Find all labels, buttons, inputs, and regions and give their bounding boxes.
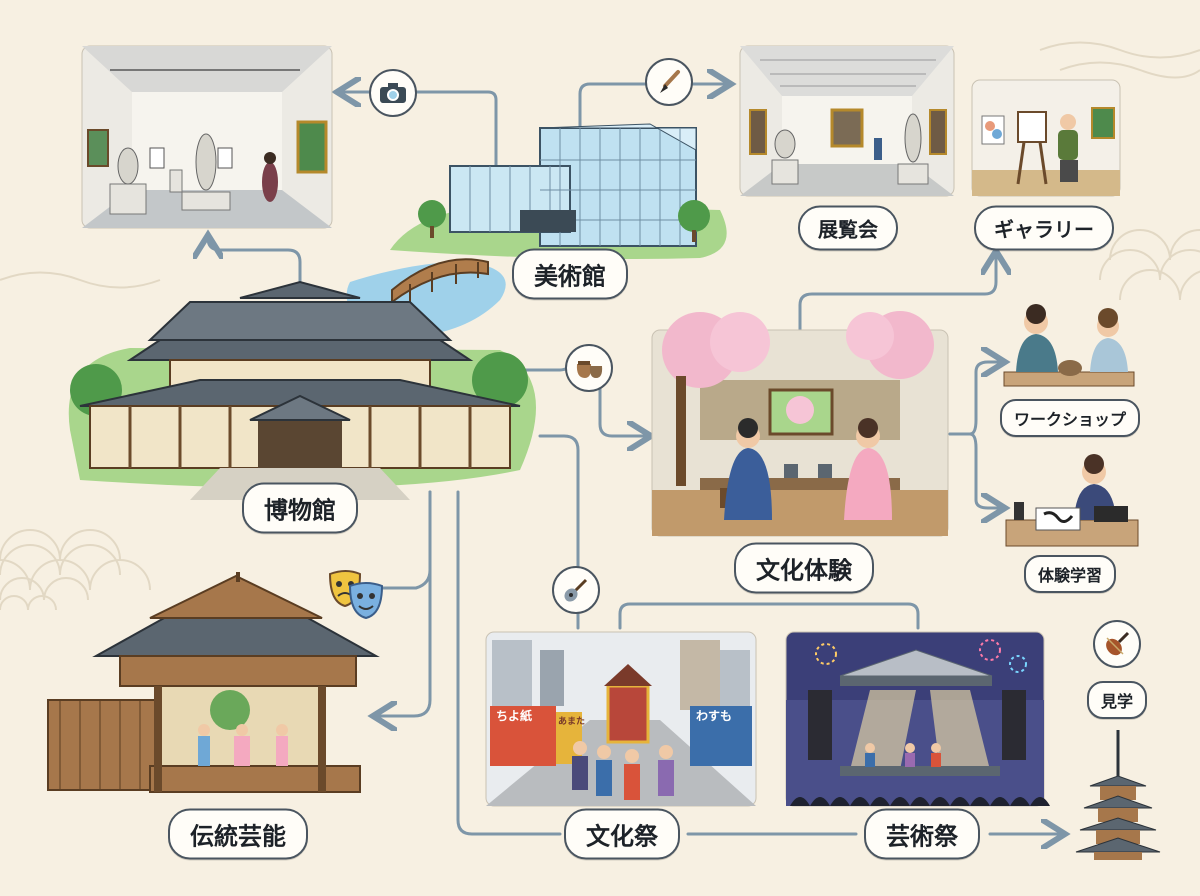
theater-masks-icon (326, 566, 386, 626)
wave-pattern-left (0, 271, 161, 611)
guitar-icon (552, 566, 600, 614)
culture-festival-panel (485, 631, 757, 807)
workshop-label[interactable]: ワークショップ (999, 399, 1141, 437)
gallery-label[interactable]: ギャラリー (974, 205, 1114, 251)
exhibition-panel (739, 45, 955, 197)
stall-sign-left: ちよ紙 (496, 708, 532, 723)
gallery-panel (971, 79, 1121, 197)
culture-experience-label[interactable]: 文化体験 (734, 542, 874, 594)
museum-building (68, 280, 536, 500)
calligraphy-illustration (1005, 454, 1139, 547)
stall-sign-right: わすも (696, 709, 732, 723)
arts-festival-panel (785, 631, 1050, 807)
camera-icon (369, 69, 417, 117)
museum-interior-panel (81, 45, 333, 229)
art-museum-label[interactable]: 美術館 (512, 248, 628, 300)
pagoda (1075, 730, 1161, 860)
wave-pattern-right (1039, 41, 1200, 301)
exhibition-label[interactable]: 展覧会 (798, 205, 898, 251)
hands-on-learning-label[interactable]: 体験学習 (1023, 555, 1117, 593)
tour-label[interactable]: 見学 (1086, 681, 1148, 719)
noh-stage (47, 572, 380, 793)
paintbrush-icon (645, 58, 693, 106)
pottery-icon (565, 344, 613, 392)
violin-icon (1093, 620, 1141, 668)
art-museum-building (390, 123, 727, 259)
workshop-illustration (1003, 304, 1135, 387)
stall-sign-mid: あまた (558, 716, 585, 727)
culture-festival-label[interactable]: 文化祭 (564, 808, 680, 860)
arts-festival-label[interactable]: 芸術祭 (864, 808, 980, 860)
museum-label[interactable]: 博物館 (242, 482, 358, 534)
culture-experience-panel (651, 311, 949, 537)
traditional-arts-label[interactable]: 伝統芸能 (168, 808, 308, 860)
